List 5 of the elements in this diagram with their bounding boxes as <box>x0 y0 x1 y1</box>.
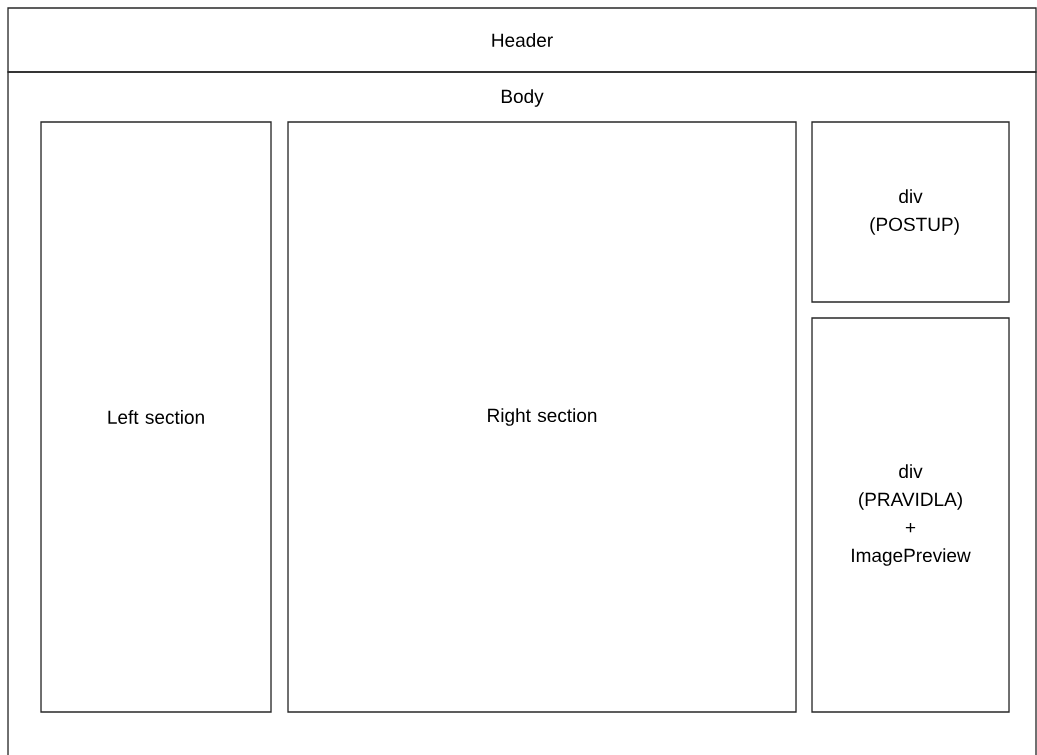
header-bar: Header <box>7 7 1037 73</box>
div-box: div (PRAVIDLA) + ImagePreview <box>811 317 1010 713</box>
section-box: Right section <box>287 121 797 713</box>
section-box: Left section <box>40 121 272 713</box>
div-box: div (POSTUP) <box>811 121 1010 303</box>
